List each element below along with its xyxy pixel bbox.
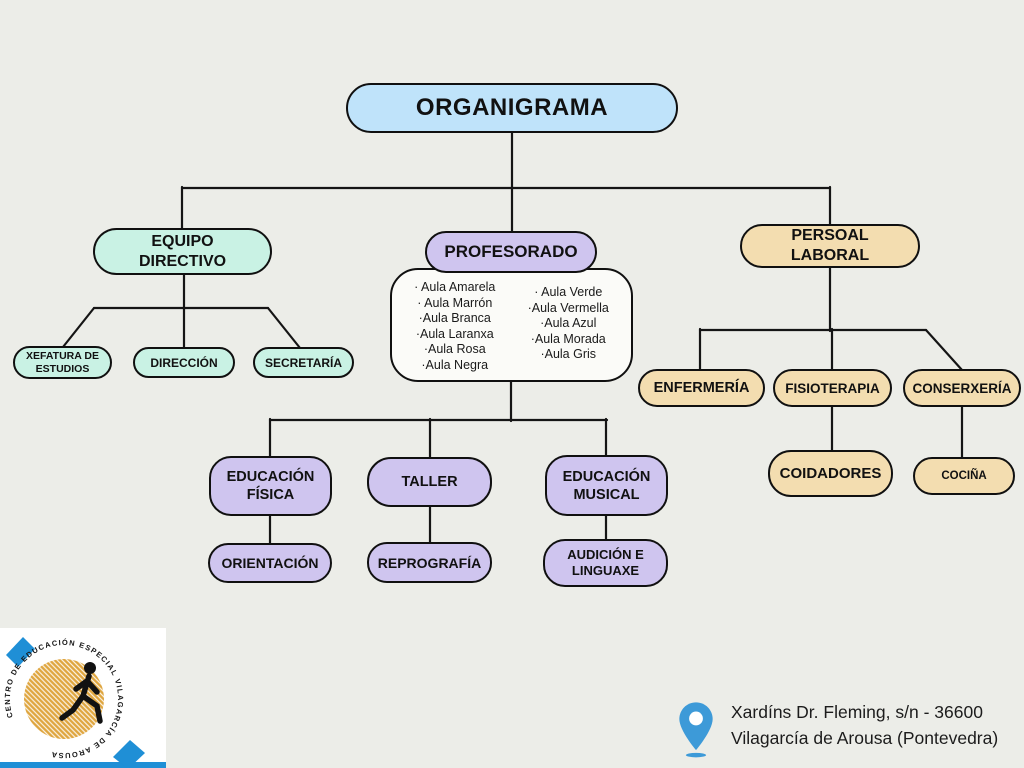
node-label: ORGANIGRAMA bbox=[415, 94, 609, 121]
aula-item: · Aula Verde bbox=[534, 285, 603, 299]
logo-bottom-stripe bbox=[0, 762, 166, 768]
node-label: ENFERMERÍA bbox=[653, 380, 750, 396]
node-label: EQUIPO DIRECTIVO bbox=[138, 232, 227, 270]
node-label: COIDADORES bbox=[779, 465, 882, 482]
aula-item: · Aula Marrón bbox=[417, 295, 493, 310]
node-label: PERSOAL LABORAL bbox=[790, 227, 870, 264]
location-pin-icon bbox=[679, 702, 713, 758]
node-profesorado: PROFESORADO bbox=[425, 231, 597, 273]
node-label: SECRETARÍA bbox=[264, 355, 343, 370]
logo-corner-accent-bottom bbox=[113, 740, 145, 768]
logo-gold-circle bbox=[24, 659, 104, 739]
node-reprografia: REPROGRAFÍA bbox=[367, 542, 492, 583]
footer-address: Xardíns Dr. Fleming, s/n - 36600 Vilagar… bbox=[731, 699, 1011, 751]
node-xefatura-de-estudios: XEFATURA DE ESTUDIOS bbox=[13, 346, 112, 379]
node-audicion-e-linguaxe: AUDICIÓN E LINGUAXE bbox=[543, 539, 668, 587]
node-secretaria: SECRETARÍA bbox=[253, 347, 354, 378]
aula-item: ·Aula Branca bbox=[418, 311, 491, 326]
node-enfermeria: ENFERMERÍA bbox=[638, 369, 765, 407]
aula-item: ·Aula Rosa bbox=[423, 342, 486, 357]
node-conserxeria: CONSERXERÍA bbox=[903, 369, 1021, 407]
node-label: COCIÑA bbox=[941, 470, 987, 482]
aula-item: ·Aula Negra bbox=[421, 357, 489, 372]
aula-item: ·Aula Gris bbox=[540, 347, 597, 362]
node-orientacion: ORIENTACIÓN bbox=[208, 543, 332, 583]
node-label: AUDICIÓN E LINGUAXE bbox=[567, 547, 644, 578]
node-cocina: COCIÑA bbox=[913, 457, 1015, 495]
aulas-list-box: · Aula Amarela · Aula Marrón ·Aula Branc… bbox=[390, 268, 633, 382]
aulas-column-left: · Aula Amarela · Aula Marrón ·Aula Branc… bbox=[398, 280, 512, 376]
aula-item: · Aula Amarela bbox=[414, 280, 496, 294]
address-line-1: Xardíns Dr. Fleming, s/n - 36600 bbox=[731, 702, 983, 722]
node-direccion: DIRECCIÓN bbox=[133, 347, 235, 378]
aula-item: ·Aula Morada bbox=[530, 331, 606, 346]
aula-item: ·Aula Laranxa bbox=[415, 326, 494, 341]
node-label: XEFATURA DE ESTUDIOS bbox=[26, 349, 99, 375]
logo-walking-figure bbox=[59, 662, 103, 724]
school-logo: CENTRO DE EDUCACIÓN ESPECIAL VILAGARCÍA … bbox=[0, 628, 166, 768]
node-label: EDUCACIÓN FÍSICA bbox=[226, 469, 315, 503]
node-label: TALLER bbox=[401, 474, 458, 490]
node-taller: TALLER bbox=[367, 457, 492, 507]
node-educacion-musical: EDUCACIÓN MUSICAL bbox=[545, 455, 668, 516]
address-line-2: Vilagarcía de Arousa (Pontevedra) bbox=[731, 728, 999, 748]
node-persoal-laboral: PERSOAL LABORAL bbox=[740, 224, 920, 268]
logo-corner-accent-top bbox=[6, 637, 35, 667]
node-label: ORIENTACIÓN bbox=[221, 555, 319, 571]
node-label: PROFESORADO bbox=[444, 242, 578, 261]
node-fisioterapia: FISIOTERAPIA bbox=[773, 369, 892, 407]
node-label: DIRECCIÓN bbox=[150, 355, 218, 370]
aulas-column-right: · Aula Verde ·Aula Vermella ·Aula Azul ·… bbox=[512, 280, 626, 376]
aula-item: ·Aula Azul bbox=[540, 316, 597, 331]
node-equipo-directivo: EQUIPO DIRECTIVO bbox=[93, 228, 272, 275]
node-educacion-fisica: EDUCACIÓN FÍSICA bbox=[209, 456, 332, 516]
node-label: CONSERXERÍA bbox=[912, 380, 1012, 396]
aula-item: ·Aula Vermella bbox=[527, 300, 609, 315]
node-label: FISIOTERAPIA bbox=[785, 380, 880, 396]
node-coidadores: COIDADORES bbox=[768, 450, 893, 497]
node-label: REPROGRAFÍA bbox=[377, 554, 482, 571]
node-label: EDUCACIÓN MUSICAL bbox=[562, 468, 651, 503]
node-organigrama: ORGANIGRAMA bbox=[346, 83, 678, 133]
